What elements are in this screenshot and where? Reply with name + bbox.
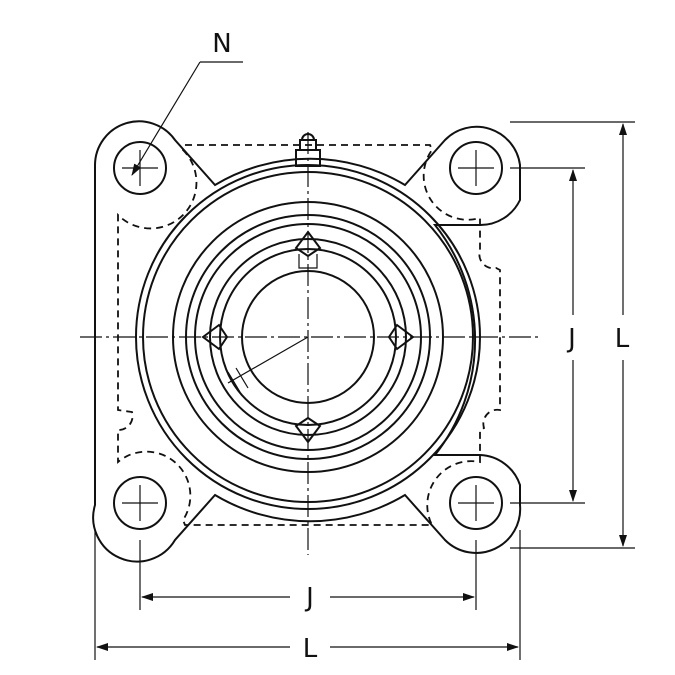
flange-outline	[92, 120, 522, 563]
bolt-spacing-horizontal-label: J	[304, 583, 314, 613]
bolt-hole-leader	[131, 61, 243, 176]
bolt-hole-label: N	[212, 29, 231, 59]
bolt-hole-bottom-left	[113, 476, 167, 530]
centerlines	[80, 132, 540, 555]
bolt-hole-top-right	[449, 141, 503, 195]
bolt-hole-bottom-right	[449, 476, 503, 530]
dimension-lines	[96, 123, 627, 651]
extension-lines	[94, 121, 635, 660]
bolt-hole-top-left	[113, 141, 167, 195]
overall-width-label: L	[303, 634, 318, 664]
hidden-base-outline	[117, 144, 501, 526]
set-screw	[227, 336, 309, 393]
bolt-spacing-vertical-label: J	[566, 324, 576, 354]
overall-height-label: L	[615, 324, 630, 354]
